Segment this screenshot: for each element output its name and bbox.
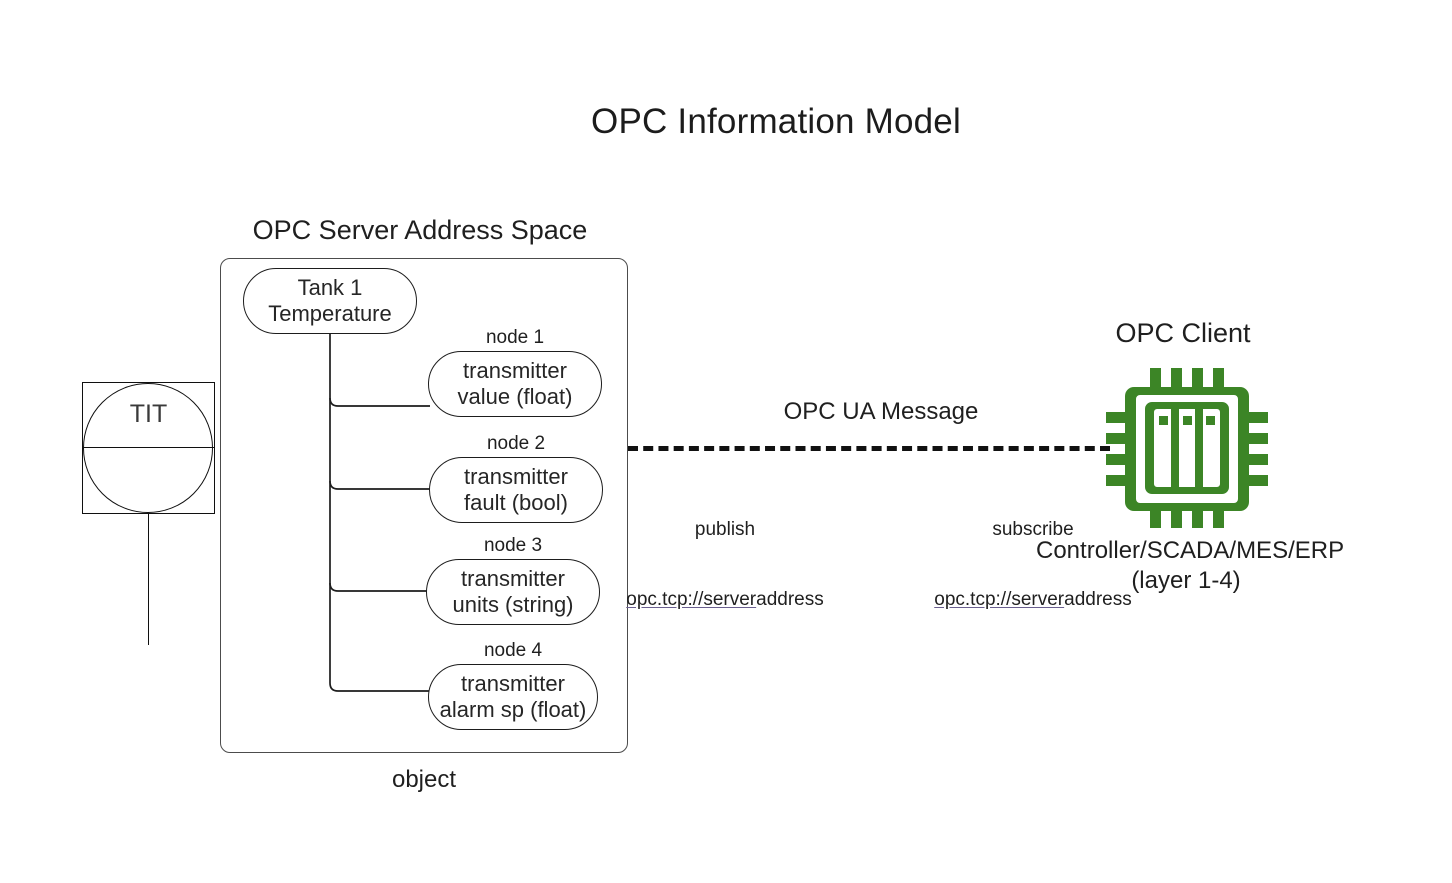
server-address-space-container	[220, 258, 628, 753]
node-3-transmitter-units[interactable]: transmitter units (string)	[426, 559, 600, 625]
node-4-line-2: alarm sp (float)	[439, 697, 587, 722]
tit-instrument-symbol: TIT	[82, 382, 215, 514]
node-1-transmitter-value[interactable]: transmitter value (float)	[428, 351, 602, 417]
page-title: OPC Information Model	[591, 102, 961, 141]
node-4-transmitter-alarm-sp[interactable]: transmitter alarm sp (float)	[428, 664, 598, 730]
node-1-line-2: value (float)	[457, 384, 573, 409]
publish-uri-linked[interactable]: opc.tcp://server	[626, 588, 757, 610]
root-node-line-1: Tank 1	[297, 274, 363, 300]
tit-signal-stem	[148, 514, 149, 645]
subscribe-verb: subscribe	[992, 519, 1074, 541]
node-2-label: node 2	[486, 433, 546, 454]
node-tank-1-temperature[interactable]: Tank 1 Temperature	[243, 268, 417, 334]
publish-uri: opc.tcp://serveraddress	[620, 588, 830, 611]
cpu-chip-icon	[1106, 368, 1268, 528]
root-node-line-2: Temperature	[268, 301, 392, 326]
subscribe-endpoint: subscribe opc.tcp://serveraddress	[928, 472, 1138, 657]
publish-endpoint: publish opc.tcp://serveraddress	[620, 472, 830, 657]
tit-divider-line	[82, 447, 215, 448]
publish-uri-plain: address	[756, 588, 824, 610]
node-4-label: node 4	[483, 640, 543, 661]
opc-ua-message-label: OPC UA Message	[783, 398, 979, 425]
node-3-label: node 3	[483, 535, 543, 556]
opc-ua-message-connector	[628, 446, 1110, 451]
opc-client-caption-line-1: Controller/SCADA/MES/ERP	[1036, 537, 1345, 564]
opc-client-caption-line-2: (layer 1-4)	[1131, 567, 1241, 594]
node-2-line-1: transmitter	[464, 463, 568, 489]
node-4-line-1: transmitter	[461, 670, 565, 696]
node-2-line-2: fault (bool)	[464, 490, 568, 515]
node-1-label: node 1	[485, 327, 545, 348]
node-1-line-1: transmitter	[463, 357, 567, 383]
publish-verb: publish	[694, 519, 756, 541]
subscribe-uri-linked[interactable]: opc.tcp://server	[934, 588, 1065, 610]
node-2-transmitter-fault[interactable]: transmitter fault (bool)	[429, 457, 603, 523]
tit-tag-label: TIT	[129, 400, 168, 428]
server-object-caption: object	[391, 766, 457, 793]
subscribe-uri: opc.tcp://serveraddress	[928, 588, 1138, 611]
opc-client-heading: OPC Client	[1115, 318, 1251, 348]
tit-circle-outline	[83, 383, 213, 513]
subscribe-uri-plain: address	[1064, 588, 1132, 610]
server-address-space-heading: OPC Server Address Space	[252, 215, 588, 245]
node-3-line-1: transmitter	[461, 565, 565, 591]
node-3-line-2: units (string)	[452, 592, 574, 617]
